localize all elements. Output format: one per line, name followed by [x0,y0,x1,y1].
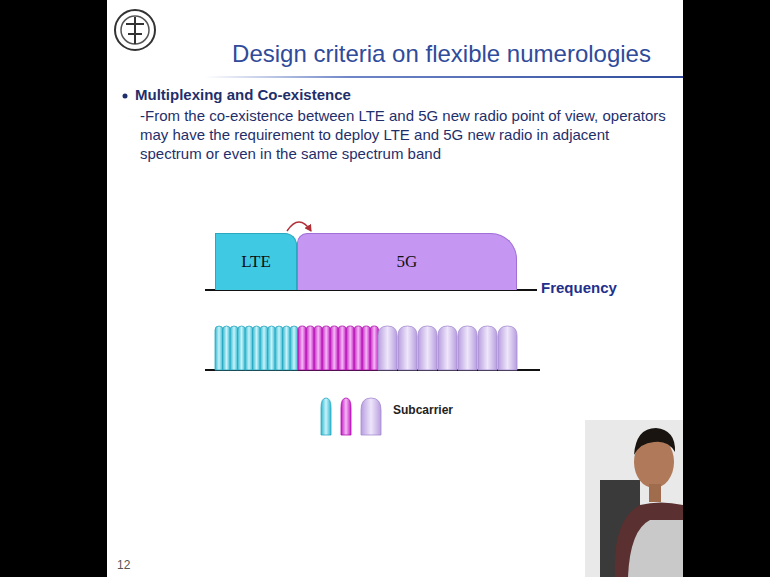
subcarrier-shape [268,326,276,370]
slide-title: Design criteria on flexible numerologies [200,40,683,68]
subcarrier-shape [498,326,517,370]
subcarrier-shape [306,326,315,370]
subcarrier-shape [338,326,347,370]
subcarrier-shape [290,326,298,370]
subcarrier-shape [478,326,497,370]
subcarrier-shape [230,326,238,370]
subcarrier-shape [253,326,261,370]
subcarrier-shape [223,326,231,370]
presenter-video [585,420,683,577]
nr-band: 5G [297,233,517,290]
subcarrier-shape [438,326,457,370]
institute-logo [115,10,155,50]
subcarrier-shape [275,326,283,370]
subcarrier-shape [260,326,268,370]
subcarrier-shape [370,326,379,370]
subcarrier-shape [215,326,223,370]
title-underline [205,76,683,78]
axis-label: Frequency [541,279,617,296]
subcarrier-row [215,326,517,370]
subcarrier-shape [354,326,363,370]
band-label: 5G [397,252,418,272]
legend-text: Subcarrier [393,403,453,417]
bullet-dot [123,94,128,99]
subcarrier-shape [238,326,246,370]
subcarrier-samples [321,398,381,435]
lte-band: LTE [215,233,297,290]
body-text: -From the co-existence between LTE and 5… [140,106,675,163]
slide-number: 12 [117,558,130,572]
curved-arrow [287,222,311,231]
subcarrier-shape [378,326,397,370]
subcarrier-shape [346,326,355,370]
subcarrier-shape [322,326,331,370]
subcarrier-shape [330,326,339,370]
subcarrier-shape [298,326,307,370]
subcarrier-shape [283,326,291,370]
subcarrier-shape [362,326,371,370]
subcarrier-shape [245,326,253,370]
subcarrier-shape [398,326,417,370]
subcarrier-shape [418,326,437,370]
subcarrier-shape [314,326,323,370]
band-label: LTE [241,252,271,272]
subcarrier-shape [458,326,477,370]
bullet-heading: Multiplexing and Co-existence [135,86,351,103]
